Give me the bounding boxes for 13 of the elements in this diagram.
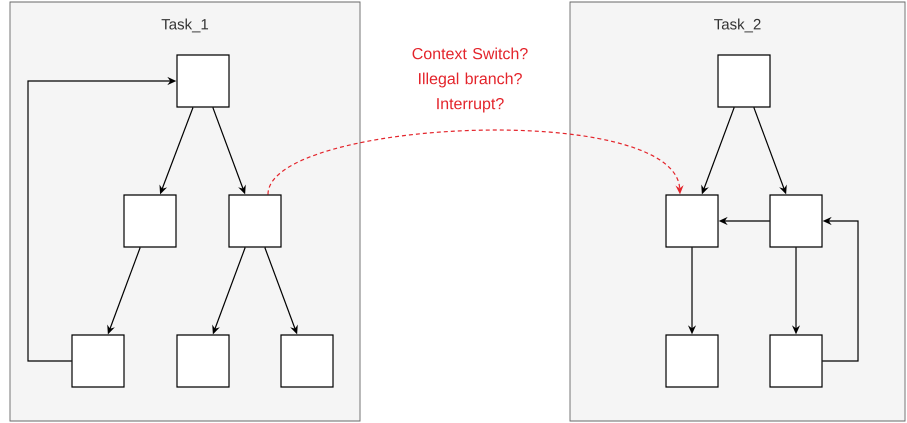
box [280,334,334,388]
box [123,194,177,248]
box [717,54,771,108]
edge-label: Context Switch? Illegal branch? Interrupt? [392,44,548,116]
box [228,194,282,248]
arrow [267,130,684,195]
box [665,334,719,388]
box [71,334,125,388]
box [665,194,719,248]
box [769,334,823,388]
box [176,334,230,388]
box [176,54,230,108]
box [769,194,823,248]
